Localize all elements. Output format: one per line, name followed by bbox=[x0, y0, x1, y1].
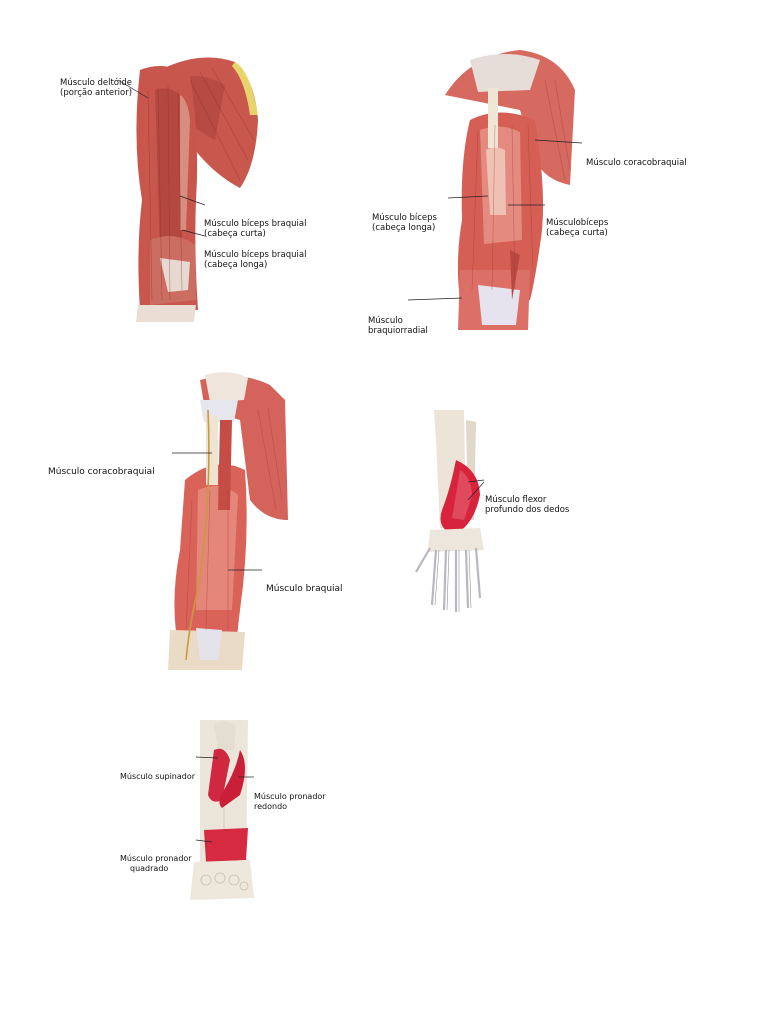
forearm-illustration-4 bbox=[415, 410, 485, 612]
figure-arm-deltoid-biceps: Músculo deltóide(porção anterior) Múscul… bbox=[0, 0, 384, 340]
label-biceps-long-head: Músculo bíceps braquial(cabeça longa) bbox=[204, 250, 307, 270]
label-biceps-long-head-2: Músculo bíceps(cabeça longa) bbox=[372, 213, 437, 233]
label-deltoid: Músculo deltóide(porção anterior) bbox=[60, 78, 133, 98]
arm-illustration-1 bbox=[117, 57, 258, 322]
label-coracobrachialis-2: Músculo coracobraquial bbox=[586, 158, 687, 168]
label-biceps-short-head-2: Músculobíceps(cabeça curta) bbox=[546, 218, 609, 238]
arm-illustration-3 bbox=[168, 372, 288, 670]
arm-illustration-2 bbox=[407, 50, 583, 330]
label-supinator: Músculo supinador bbox=[120, 772, 196, 781]
figure-arm-brachialis: Músculo coracobraquial Músculo braquial bbox=[0, 360, 384, 680]
label-biceps-short-head: Músculo bíceps braquial(cabeça curta) bbox=[204, 219, 307, 239]
figure-arm-biceps-coracobrachialis: Músculo coracobraquial Músculo bíceps(ca… bbox=[0, 0, 768, 340]
forearm-illustration-5 bbox=[190, 720, 254, 900]
label-coracobrachialis-3: Músculo coracobraquial bbox=[48, 467, 155, 477]
label-brachialis: Músculo braquial bbox=[266, 584, 343, 594]
